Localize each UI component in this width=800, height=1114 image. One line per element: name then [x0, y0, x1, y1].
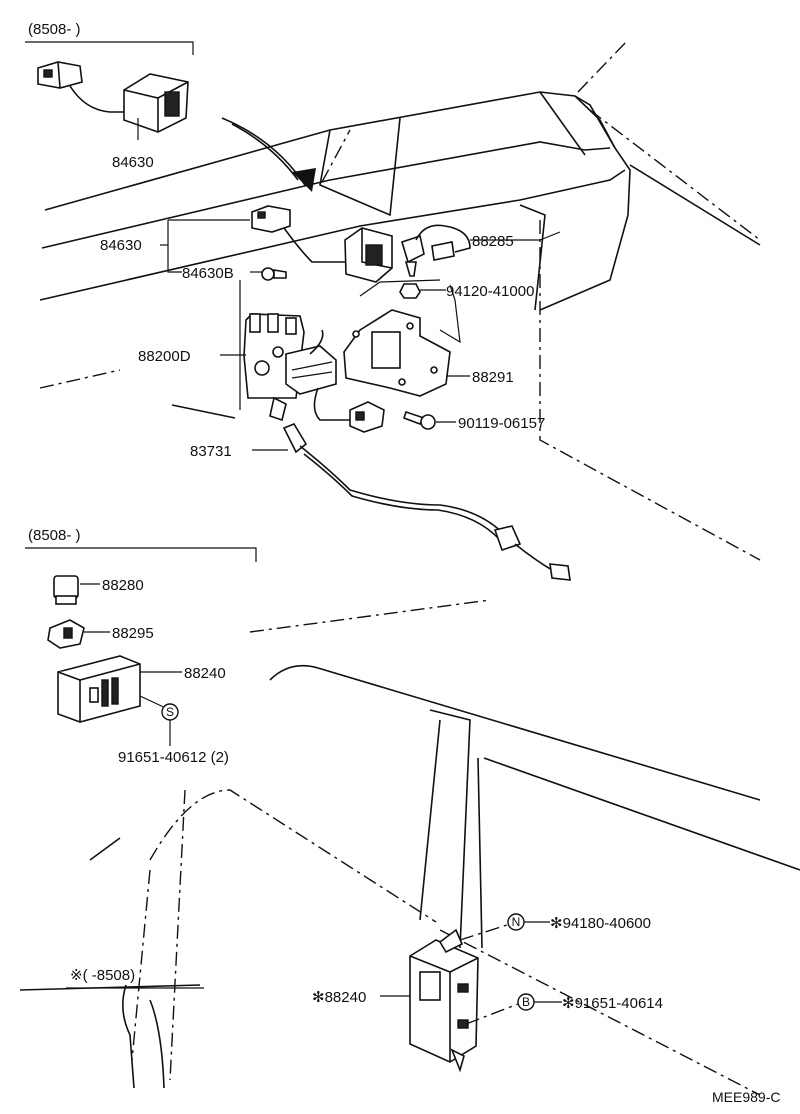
variant-box-1: (8508- )	[25, 21, 194, 55]
marker-n-label: N	[512, 915, 521, 929]
direction-arrow	[221, 117, 316, 192]
label-88200d: 88200D	[138, 348, 191, 365]
label-88280: 88280	[102, 577, 144, 594]
variant-note-1: (8508- )	[28, 21, 81, 38]
marker-s-label: S	[166, 705, 174, 719]
label-88291: 88291	[472, 369, 514, 386]
label-90119: 90119-06157	[458, 415, 545, 432]
clip-88295: 88295	[47, 619, 154, 649]
label-84630-mid: 84630	[100, 237, 142, 254]
nut-94180-callout: N ✻94180-40600	[459, 913, 651, 941]
switch-main	[239, 227, 393, 410]
label-88240: 88240	[184, 665, 226, 682]
computer-88240: 88240 S 91651-40612 (2)	[57, 655, 229, 766]
variant-note-3: ※( -8508)	[70, 967, 135, 984]
label-94120: 94120-41000	[446, 283, 534, 300]
label-91651-b: ✻91651-40614	[562, 995, 663, 1012]
dashboard-outline	[39, 39, 761, 561]
screw-91651-callout: B ✻91651-40614	[465, 993, 663, 1025]
connector-84630	[251, 205, 345, 263]
bolt-84630b	[261, 267, 287, 281]
catalog-code: MEE989-C	[712, 1089, 780, 1105]
variant-note-2: (8508- )	[28, 527, 81, 544]
label-94180: ✻94180-40600	[550, 915, 651, 932]
label-91651-a: 91651-40612 (2)	[118, 749, 229, 766]
callout-84630-mid: 84630 84630B	[100, 219, 262, 282]
nut-94120: 94120-41000	[359, 279, 534, 300]
variant-box-2: (8508- )	[25, 527, 257, 562]
label-88295: 88295	[112, 625, 154, 642]
relay-88280: 88280	[53, 575, 144, 605]
label-83731: 83731	[190, 443, 232, 460]
label-88240-star: ✻88240	[312, 989, 366, 1006]
label-88285: 88285	[472, 233, 514, 250]
computer-88240-lower: ✻88240	[312, 928, 479, 1073]
label-84630b: 84630B	[182, 265, 234, 282]
cable-83731: 83731	[190, 423, 571, 581]
actuator-88200d: 88200D	[138, 313, 337, 399]
marker-b-label: B	[522, 995, 530, 1009]
screw-90119: 90119-06157	[402, 410, 545, 432]
variant-box-3: ※( -8508)	[66, 967, 204, 989]
switch-84630-top: 84630	[37, 61, 189, 171]
bracket-88291: 88291	[343, 309, 514, 397]
label-84630-top: 84630	[112, 154, 154, 171]
switch-88285: 88285	[401, 224, 561, 277]
actuator-harness	[269, 387, 385, 433]
